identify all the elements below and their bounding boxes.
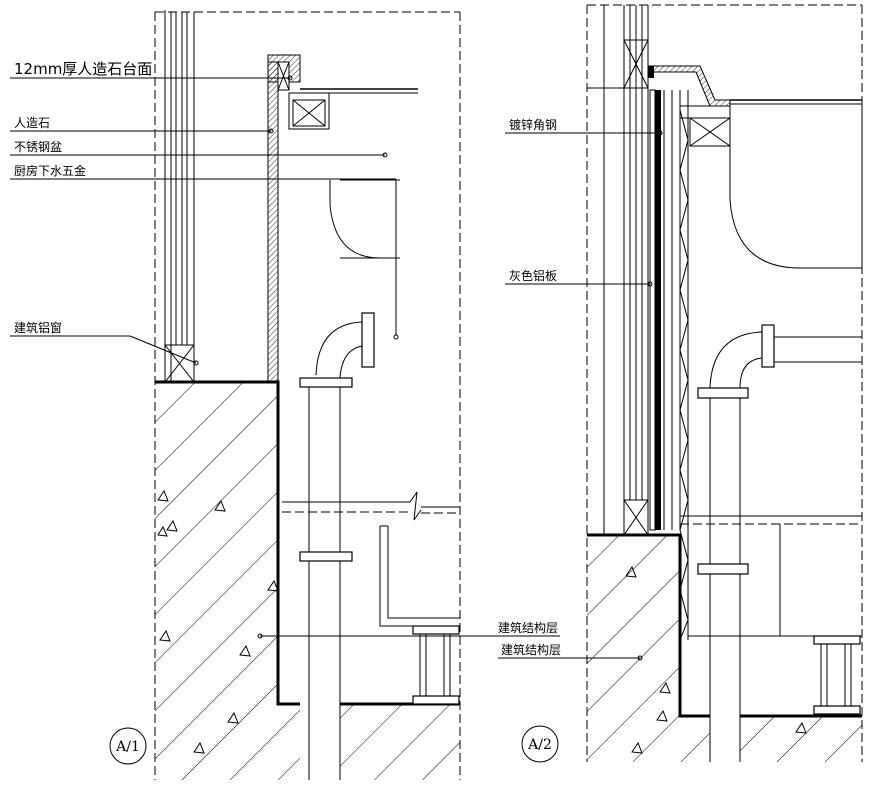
concrete-structure: [155, 382, 300, 780]
aluminum-panel: [655, 90, 661, 530]
aluminum-window: [164, 10, 195, 383]
leader-lines-right: [498, 130, 663, 661]
label-stainless-basin: 不锈钢盆: [14, 140, 62, 154]
label-kitchen-hardware: 厨房下水五金: [14, 163, 86, 178]
detail-tag-right: A/2: [527, 737, 552, 753]
concrete-marks-right: [625, 565, 807, 754]
drain-pipe: [299, 312, 375, 780]
detail-tag-left: A/1: [115, 739, 140, 755]
label-gray-aluminum-panel: 灰色铝板: [509, 268, 557, 283]
drain-pipe-right: [697, 324, 862, 762]
label-aluminum-window: 建筑铝窗: [14, 320, 62, 335]
concrete-marks: [157, 489, 279, 754]
label-galvanized-angle: 镀锌角钢: [509, 118, 557, 132]
label-artificial-stone: 人造石: [14, 116, 50, 130]
left-detail: 12mm厚人造石台面 人造石 不锈钢盆 厨房下水五金 建筑铝窗 建筑结构层 A/…: [10, 10, 560, 780]
detail-tag-circle-right: [521, 725, 559, 763]
leader-lines: [10, 75, 560, 639]
right-detail: 镀锌角钢 灰色铝板 建筑结构层 A/2: [498, 4, 863, 763]
label-structure-layer-right: 建筑结构层: [501, 642, 561, 657]
concrete-structure-right: [587, 535, 710, 762]
label-structure-layer-left: 建筑结构层: [498, 620, 558, 635]
detail-tag-circle-left: [109, 727, 147, 765]
stone-side-panel: [267, 61, 279, 383]
label-countertop: 12mm厚人造石台面: [14, 60, 152, 78]
aluminum-window-right: [587, 5, 649, 536]
